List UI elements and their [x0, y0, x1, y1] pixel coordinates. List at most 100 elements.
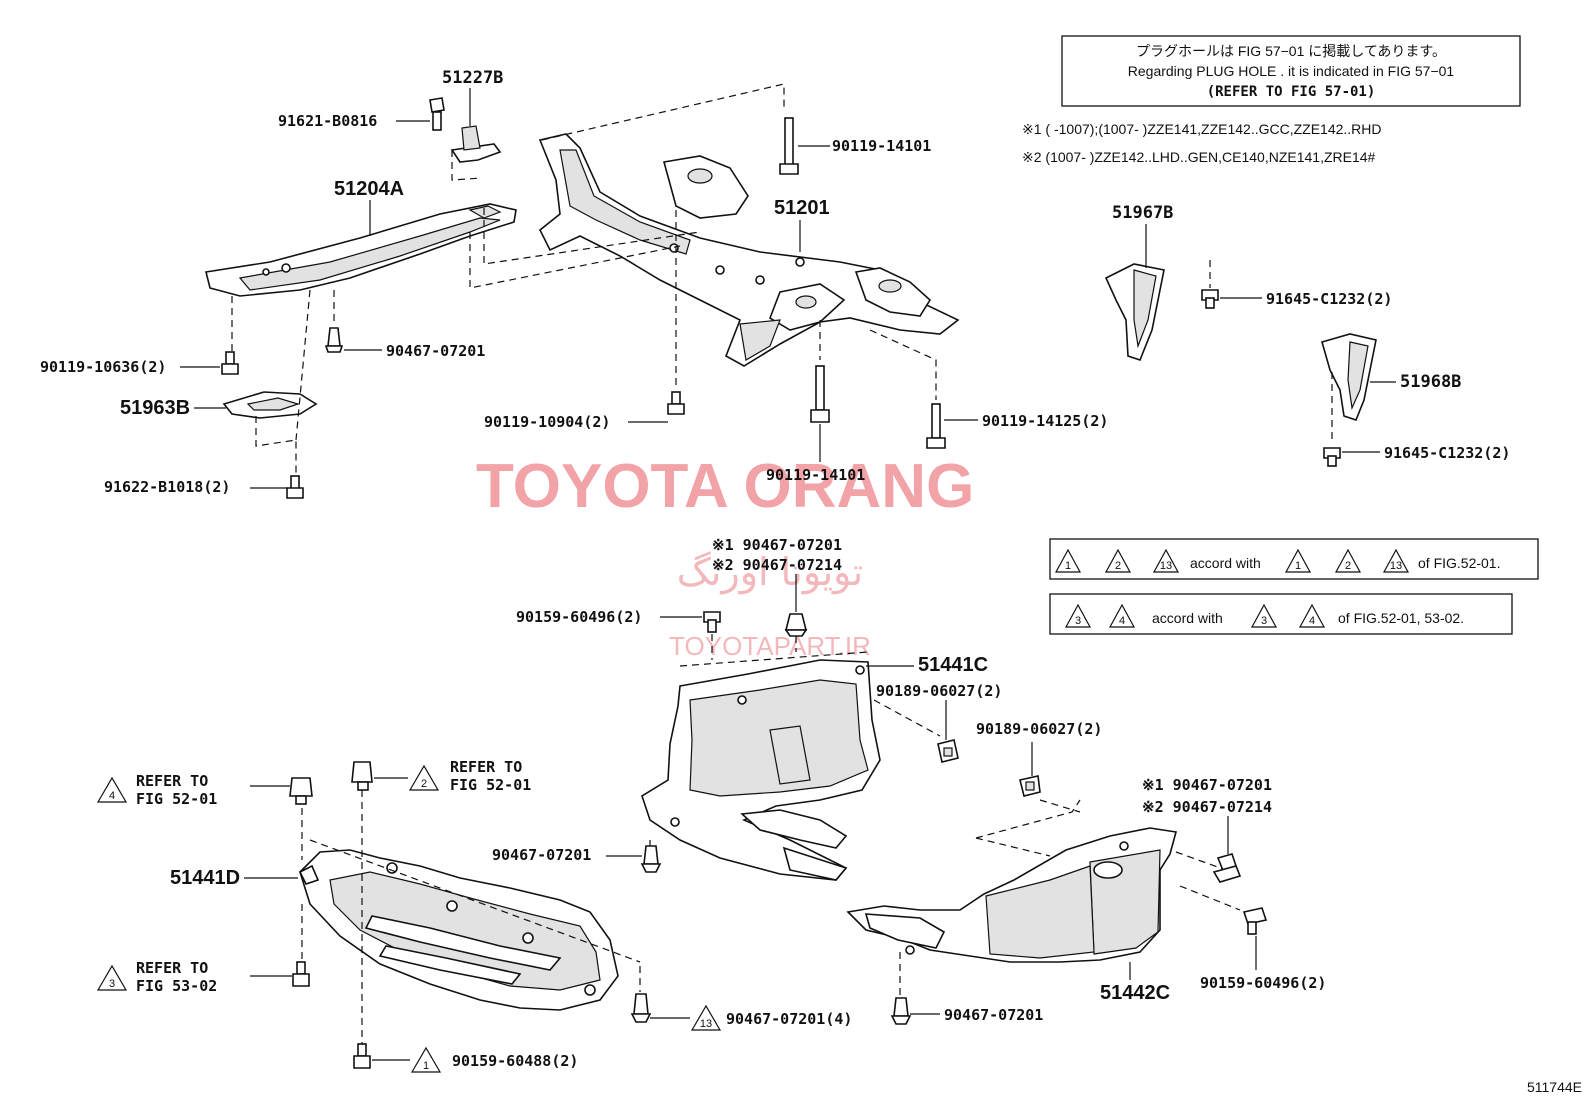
accord-box-1: 1 2 13 accord with 1 2 13 of FIG.52-01.: [1049, 538, 1539, 580]
label-91622: 91622-B1018(2): [104, 478, 230, 496]
label-51441D: 51441D: [170, 867, 240, 889]
triangle-mark: [1284, 548, 1312, 573]
bolt-91645-b: [1323, 447, 1341, 467]
bolt-91622: [286, 475, 304, 499]
bolt-91645-a: [1201, 289, 1219, 309]
assembly-line: [309, 839, 641, 963]
applicability-note-1: ※1 ( -1007);(1007- )ZZE141,ZZE142..GCC,Z…: [1022, 121, 1382, 137]
bracket-51967B: [1104, 263, 1165, 361]
label-90159-60496-b: 90159-60496(2): [1200, 974, 1326, 992]
label-90467-07201-bot: 90467-07201: [944, 1006, 1043, 1024]
bolt-90119-14125: [926, 403, 946, 449]
under-cover-51441C: [641, 659, 881, 881]
label-90119-14101-bot: 90119-14101: [766, 466, 865, 484]
refer-to-2: 2 REFER TO FIG 52-01: [374, 758, 531, 794]
label-90467-07201-4: 90467-07201(4): [726, 1010, 852, 1028]
label-90467-07201-a: 90467-07201: [386, 342, 485, 360]
triangle-mark: [96, 776, 128, 803]
assembly-line: [469, 232, 681, 289]
label-51442C: 51442C: [1100, 982, 1170, 1004]
label-91645-a: 91645-C1232(2): [1266, 290, 1392, 308]
plug-hole-note-ref: (REFER TO FIG 57-01): [1207, 84, 1376, 100]
assembly-line: [873, 699, 941, 737]
refer-to-3: 3 REFER TO FIG 53-02: [96, 959, 292, 995]
label-90467-07201-s1: ※1 90467-07201: [712, 536, 842, 554]
label-91645-b: 91645-C1232(2): [1384, 444, 1510, 462]
accord-text-1: accord with: [1190, 555, 1261, 571]
assembly-line: [1039, 799, 1081, 813]
assembly-line: [295, 289, 311, 441]
plate-51963B: [222, 391, 318, 419]
refer-line1-3: REFER TO: [136, 959, 208, 977]
bolt-90159-60496-a: [703, 611, 721, 633]
bolt-90159-60496-b: [1242, 907, 1268, 935]
clip-refer-4: [289, 777, 313, 805]
label-90159-60488: 90159-60488(2): [452, 1052, 578, 1070]
label-51963B: 51963B: [120, 397, 190, 419]
refer-mark-3: 3: [109, 978, 115, 990]
label-90119-10904: 90119-10904(2): [484, 413, 610, 431]
mark-13: 13: [700, 1018, 712, 1030]
bolt-refer-3: [292, 961, 310, 987]
bolt-90119-10636: [221, 351, 239, 375]
assembly-line: [255, 416, 297, 476]
refer-line2-3: FIG 53-02: [136, 977, 217, 995]
accord-mark-1b: 1: [1295, 560, 1301, 572]
assembly-line: [679, 651, 869, 667]
label-51204A: 51204A: [334, 178, 404, 200]
triangle-mark: [1152, 548, 1180, 573]
label-90119-10636: 90119-10636(2): [40, 358, 166, 376]
watermark-url: TOYOTAPART.IR: [669, 631, 871, 661]
triangle-mark: [1104, 548, 1132, 573]
nut-90189-b: [1019, 775, 1041, 797]
accord-ref-1: of FIG.52-01.: [1418, 555, 1500, 571]
label-90467-07201-mid: 90467-07201: [492, 846, 591, 864]
refer-line2-2: FIG 52-01: [450, 776, 531, 794]
crossmember-51204A: [205, 203, 517, 297]
assembly-line: [541, 83, 785, 141]
accord-ref-2: of FIG.52-01, 53-02.: [1338, 610, 1464, 626]
clip-90467-07201-a: [324, 327, 344, 353]
triangle-mark: [1250, 603, 1278, 628]
clip-90467-07214: [784, 613, 808, 637]
label-90119-14101-top: 90119-14101: [832, 137, 931, 155]
plug-hole-note-frame: [1061, 35, 1521, 107]
accord-mark-4b: 4: [1309, 615, 1315, 627]
bracket-51968B: [1321, 333, 1377, 421]
bracket-51227B: [450, 125, 502, 181]
figure-id: 511744E: [1527, 1079, 1582, 1095]
refer-line1-4: REFER TO: [136, 772, 208, 790]
accord-mark-1: 1: [1065, 560, 1071, 572]
triangle-mark: [1108, 603, 1136, 628]
accord-mark-13: 13: [1160, 560, 1172, 572]
plug-hole-note-en: Regarding PLUG HOLE . it is indicated in…: [1128, 63, 1455, 79]
nut-90189-a: [937, 739, 959, 763]
bolt-90159-60488: [353, 1043, 371, 1069]
clip-refer-2: [351, 761, 373, 791]
watermark-brand-fa: تویوتا اورنگ: [677, 550, 864, 595]
label-90119-14125: 90119-14125(2): [982, 412, 1108, 430]
label-91621: 91621-B0816: [278, 112, 377, 130]
bolt-91621: [429, 97, 445, 131]
label-51967B: 51967B: [1112, 203, 1173, 223]
plug-hole-note: プラグホールは FIG 57−01 に掲載してあります。 Regarding P…: [1061, 35, 1521, 107]
watermark-brand: TOYOTA ORANG: [476, 452, 974, 521]
triangle-mark: [1334, 548, 1362, 573]
clip-90467-07214-b: [1212, 853, 1242, 883]
accord-mark-2: 2: [1115, 560, 1121, 572]
bolt-90119-14101-top: [779, 117, 799, 175]
assembly-line: [869, 329, 937, 400]
assembly-line: [975, 837, 1051, 857]
assembly-line: [1175, 851, 1227, 871]
triangle-mark: [1382, 548, 1410, 573]
triangle-mark: [1054, 548, 1082, 573]
clip-90467-07201-mid: [640, 845, 662, 873]
label-90189-a: 90189-06027(2): [876, 682, 1002, 700]
assembly-line: [1179, 885, 1241, 911]
clip-90467-07201-bot: [890, 997, 912, 1025]
triangle-mark: [690, 1004, 722, 1031]
accord-mark-4: 4: [1119, 615, 1125, 627]
label-90467-07214-s2b: ※2 90467-07214: [1142, 798, 1272, 816]
applicability-note-2: ※2 (1007- )ZZE142..LHD..GEN,CE140,NZE141…: [1022, 149, 1376, 165]
